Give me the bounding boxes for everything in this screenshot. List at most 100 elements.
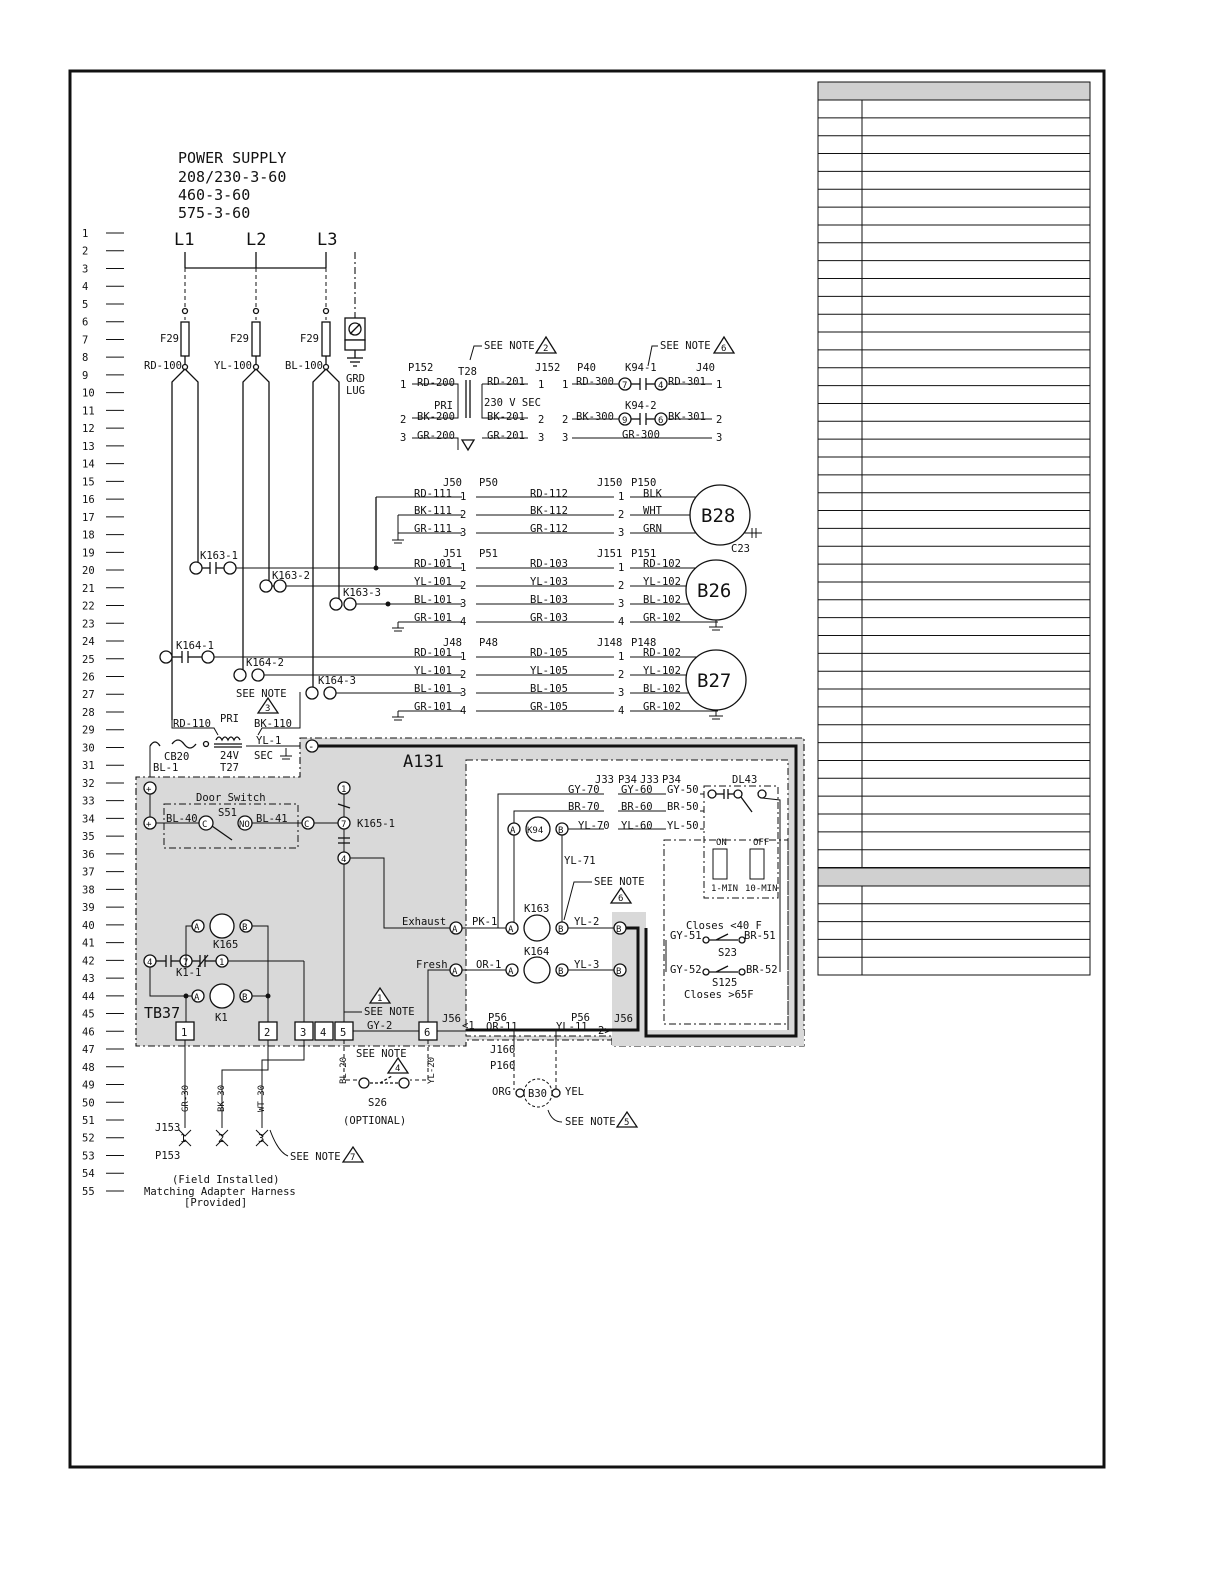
svg-text:3: 3 [618,527,624,539]
svg-text:T27: T27 [220,762,239,774]
svg-text:SEE NOTE: SEE NOTE [594,876,645,888]
row-number: 27 [82,689,95,701]
svg-text:PK-1: PK-1 [472,916,497,928]
phase-l3: L3 [317,230,337,250]
svg-text:GY-60: GY-60 [621,784,653,796]
svg-text:BK-301: BK-301 [668,411,706,423]
svg-text:PRI: PRI [220,713,239,725]
row-number: 13 [82,441,95,453]
fuse-f29-1 [180,321,190,357]
svg-text:24V: 24V [220,750,240,762]
row-number: 19 [82,547,95,559]
svg-text:3: 3 [265,704,270,714]
fuse-label-2: F29 [230,333,249,345]
row-number: 7 [82,334,88,346]
svg-text:P56: P56 [488,1012,507,1024]
svg-text:GR-103: GR-103 [530,612,568,624]
row-number: 39 [82,902,95,914]
svg-text:GR-101: GR-101 [414,701,452,713]
svg-text:GR-101: GR-101 [414,612,452,624]
svg-text:3: 3 [460,598,466,610]
svg-text:A: A [508,967,514,977]
row-number: 35 [82,831,95,843]
svg-text:2: 2 [618,669,624,681]
motor-b26-block: J51 P51 J151 P151 RD-101 YL-101 BL-101 G… [236,548,747,632]
power-supply-title: POWER SUPPLY [178,149,286,167]
svg-text:A: A [194,923,200,933]
note-1-triangle [368,986,392,1004]
svg-text:J151: J151 [597,548,622,560]
svg-text:P56: P56 [571,1012,590,1024]
svg-text:BR-70: BR-70 [568,801,600,813]
svg-text:7: 7 [341,820,346,830]
svg-text:GR-200: GR-200 [417,430,455,442]
svg-text:DL43: DL43 [732,774,757,786]
svg-text:YEL: YEL [565,1086,584,1098]
svg-text:3: 3 [258,1133,264,1145]
svg-text:[Provided]: [Provided] [184,1197,247,1209]
row-number: 53 [82,1150,95,1162]
svg-text:RD-200: RD-200 [417,377,455,389]
row-number: 22 [82,601,95,613]
svg-text:1: 1 [618,562,624,574]
svg-text:GR-300: GR-300 [622,429,660,441]
svg-text:7: 7 [622,381,627,391]
phase-l1: L1 [174,230,194,250]
svg-text:T28: T28 [458,366,477,378]
svg-text:YL-101: YL-101 [414,576,452,588]
svg-text:B: B [616,925,621,935]
motor-b28-block: J50 P50 J150 P150 RD-111 BK-111 GR-111 R… [375,477,762,568]
svg-text:1: 1 [562,379,568,391]
svg-text:3: 3 [716,432,722,444]
svg-text:P148: P148 [631,637,656,649]
contactor-contacts: K163-1 K163-2 K163-3 K164-1 K164-2 K164-… [159,550,391,700]
svg-text:BL-102: BL-102 [643,594,681,606]
svg-text:BLK: BLK [643,488,663,500]
svg-text:BL-102: BL-102 [643,683,681,695]
svg-text:BR-60: BR-60 [621,801,653,813]
note-2-triangle [534,335,558,354]
svg-text:(OPTIONAL): (OPTIONAL) [343,1115,406,1127]
svg-text:YL-2: YL-2 [574,916,599,928]
svg-text:1: 1 [460,491,466,503]
svg-text:BL-40: BL-40 [166,813,198,825]
note-6-triangle [712,335,736,354]
svg-text:B: B [616,967,621,977]
row-number: 51 [82,1115,95,1127]
svg-text:BK-300: BK-300 [576,411,614,423]
svg-text:GY-2: GY-2 [367,1020,392,1032]
k94-relay-block: SEE NOTE 6 P40 K94-1 J40 K94-2 RD-300 BK… [562,335,736,444]
row-number-column: 1234567891011121314151617181920212223242… [82,228,124,1198]
svg-text:2: 2 [460,669,466,681]
row-number: 30 [82,742,95,754]
svg-text:WT-30: WT-30 [257,1085,267,1112]
row-number: 26 [82,672,95,684]
row-number: 49 [82,1080,95,1092]
svg-text:YL-71: YL-71 [564,855,596,867]
svg-text:RD-102: RD-102 [643,558,681,570]
svg-text:1: 1 [716,379,722,391]
cb20-breaker-icon [171,739,197,749]
row-number: 50 [82,1097,95,1109]
svg-text:YL-102: YL-102 [643,665,681,677]
row-number: 28 [82,707,95,719]
svg-text:YL-103: YL-103 [530,576,568,588]
svg-text:PRI: PRI [434,400,453,412]
svg-text:P50: P50 [479,477,498,489]
row-number: 1 [82,228,88,240]
svg-text:<1: <1 [462,1020,475,1032]
svg-text:+: + [146,785,152,795]
row-number: 3 [82,263,88,275]
svg-text:K165: K165 [213,939,238,951]
row-number: 46 [82,1026,95,1038]
svg-text:A: A [452,925,458,935]
svg-text:YL-20: YL-20 [427,1057,437,1084]
svg-text:1: 1 [377,994,382,1004]
row-number: 38 [82,884,95,896]
svg-text:4: 4 [460,616,466,628]
svg-text:A: A [510,826,516,836]
svg-text:K165-1: K165-1 [357,818,395,830]
k165-coil-icon [209,913,235,939]
svg-text:C: C [304,820,309,830]
